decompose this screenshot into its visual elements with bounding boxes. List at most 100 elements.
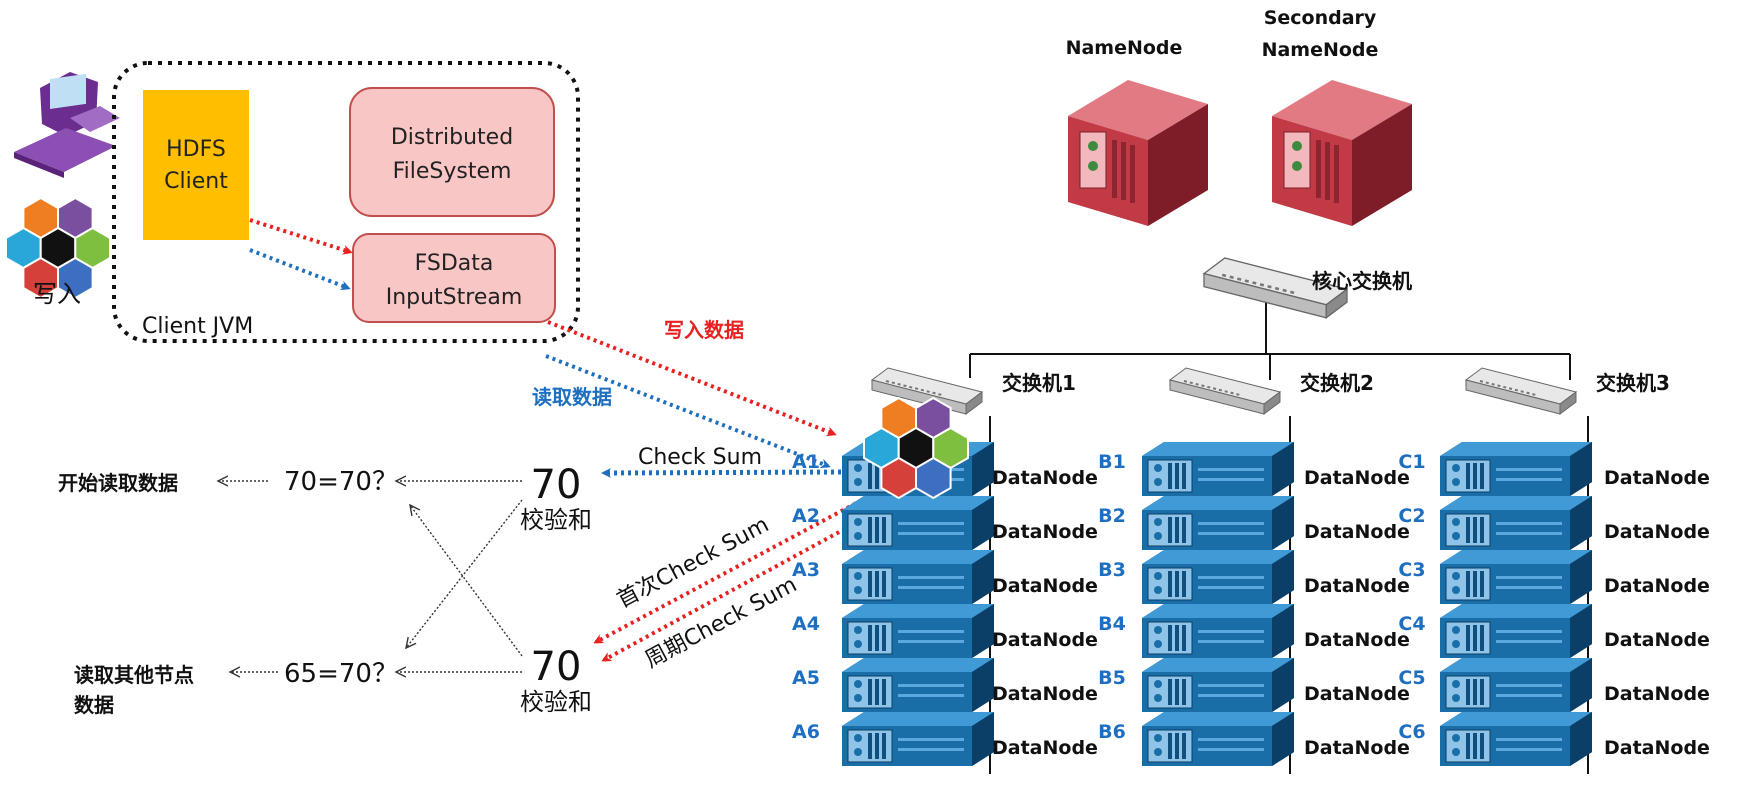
datanode-label: DataNode xyxy=(1304,575,1410,597)
fsdata-inputstream-label-line2: InputStream xyxy=(386,285,523,310)
datanode-server-icon xyxy=(1141,711,1295,767)
datanode-label: DataNode xyxy=(992,521,1098,543)
core-switch-label: 核心交换机 xyxy=(1312,269,1412,293)
check-sum-arrow xyxy=(601,467,849,478)
datanode-id-label: B2 xyxy=(1098,505,1126,527)
hdfs-hexagon-logo-icon xyxy=(863,396,969,500)
client-write-arrow xyxy=(249,218,353,255)
rack-group: 交换机1A1DataNodeA2DataNodeA3DataNodeA4Data… xyxy=(792,367,1710,774)
rack-switch-label: 交换机3 xyxy=(1596,371,1670,395)
rack-switch-icon xyxy=(1465,367,1577,415)
datanode-id-label: B5 xyxy=(1098,667,1126,689)
cross-arrow-down xyxy=(406,499,523,648)
datanode-label: DataNode xyxy=(1304,467,1410,489)
check-sum-label: Check Sum xyxy=(638,445,762,470)
datanode-id-label: B1 xyxy=(1098,451,1126,473)
checksum-caption-bottom: 校验和 xyxy=(520,688,592,716)
datanode-id-label: A3 xyxy=(792,559,820,581)
datanode-server-icon xyxy=(841,711,995,767)
datanode-id-label: A6 xyxy=(792,721,820,743)
compare-mismatch-text: 65=70？ xyxy=(284,659,398,689)
datanode-server-icon xyxy=(1439,603,1593,659)
datanode-server-icon xyxy=(1439,495,1593,551)
secondary-namenode-label-line2: NameNode xyxy=(1262,39,1379,61)
cross-arrow-up xyxy=(410,505,523,657)
datanode-id-label: A5 xyxy=(792,667,820,689)
datanode-server-icon xyxy=(1439,441,1593,497)
datanode-label: DataNode xyxy=(1304,629,1410,651)
write-data-arrow xyxy=(547,320,837,437)
client-read-arrow xyxy=(249,248,351,291)
datanode-id-label: B4 xyxy=(1098,613,1126,635)
datanode-label: DataNode xyxy=(992,683,1098,705)
datanode-server-icon xyxy=(841,549,995,605)
datanode-id-label: A2 xyxy=(792,505,820,527)
hdfs-client-box xyxy=(143,90,249,240)
write-user-label: 写入 xyxy=(33,280,81,308)
datanode-id-label: C4 xyxy=(1398,613,1425,635)
read-data-arrow xyxy=(545,354,831,469)
checksum-value-top: 70 xyxy=(531,462,582,508)
datanode-id-label: B6 xyxy=(1098,721,1126,743)
datanode-id-label: B3 xyxy=(1098,559,1126,581)
datanode-server-icon xyxy=(1439,657,1593,713)
first-check-sum-arrow xyxy=(593,498,863,644)
result-start-read: 开始读取数据 xyxy=(58,471,178,495)
datanode-server-icon xyxy=(841,603,995,659)
datanode-server-icon xyxy=(1439,549,1593,605)
write-data-label: 写入数据 xyxy=(664,318,744,342)
distributed-filesystem-box xyxy=(349,87,555,217)
datanode-label: DataNode xyxy=(1304,521,1410,543)
namenode-label: NameNode xyxy=(1066,37,1183,59)
datanode-server-icon xyxy=(1439,711,1593,767)
rack-switch-label: 交换机1 xyxy=(1002,371,1076,395)
datanode-label: DataNode xyxy=(1304,683,1410,705)
secondary-namenode-server-icon xyxy=(1271,79,1413,227)
computer-icon xyxy=(14,72,120,178)
datanode-server-icon xyxy=(841,657,995,713)
datanode-id-label: C3 xyxy=(1398,559,1425,581)
datanode-id-label: C1 xyxy=(1398,451,1425,473)
rack-switch-icon xyxy=(1169,367,1281,415)
datanode-label: DataNode xyxy=(992,737,1098,759)
datanode-label: DataNode xyxy=(1604,521,1710,543)
datanode-id-label: C2 xyxy=(1398,505,1425,527)
datanode-server-icon xyxy=(1141,657,1295,713)
client-jvm-box xyxy=(112,61,580,343)
datanode-label: DataNode xyxy=(1604,629,1710,651)
datanode-id-label: A4 xyxy=(792,613,820,635)
read-data-label: 读取数据 xyxy=(532,385,612,409)
fsdata-inputstream-box xyxy=(352,233,556,323)
datanode-label: DataNode xyxy=(1604,737,1710,759)
datanode-server-icon xyxy=(841,495,995,551)
hdfs-hexagon-logo-icon xyxy=(5,196,111,300)
datanode-id-label: C6 xyxy=(1398,721,1425,743)
fsdata-inputstream-label-line1: FSData xyxy=(415,251,494,276)
datanode-server-icon xyxy=(1141,603,1295,659)
datanode-label: DataNode xyxy=(992,575,1098,597)
distributed-filesystem-label-line1: Distributed xyxy=(391,125,513,150)
hdfs-client-label-line1: HDFS xyxy=(166,137,226,162)
datanode-label: DataNode xyxy=(1604,467,1710,489)
compare-match-text: 70=70？ xyxy=(284,467,398,497)
datanode-id-label: C5 xyxy=(1398,667,1425,689)
periodic-check-sum-arrow xyxy=(601,510,877,662)
secondary-namenode-label-line1: Secondary xyxy=(1264,7,1377,29)
datanode-id-label: A1 xyxy=(792,451,820,473)
datanode-label: DataNode xyxy=(992,467,1098,489)
rack-switch-label: 交换机2 xyxy=(1300,371,1374,395)
datanode-label: DataNode xyxy=(1604,575,1710,597)
datanode-server-icon xyxy=(1141,495,1295,551)
datanode-label: DataNode xyxy=(1304,737,1410,759)
distributed-filesystem-label-line2: FileSystem xyxy=(393,159,512,184)
datanode-server-icon xyxy=(1141,549,1295,605)
client-jvm-label: Client JVM xyxy=(142,314,253,339)
namenode-server-icon xyxy=(1067,79,1209,227)
hdfs-client-label-line2: Client xyxy=(164,169,228,194)
result-read-other-line2: 数据 xyxy=(74,693,114,717)
datanode-server-icon xyxy=(1141,441,1295,497)
datanode-label: DataNode xyxy=(1604,683,1710,705)
checksum-caption-top: 校验和 xyxy=(520,506,592,534)
datanode-label: DataNode xyxy=(992,629,1098,651)
